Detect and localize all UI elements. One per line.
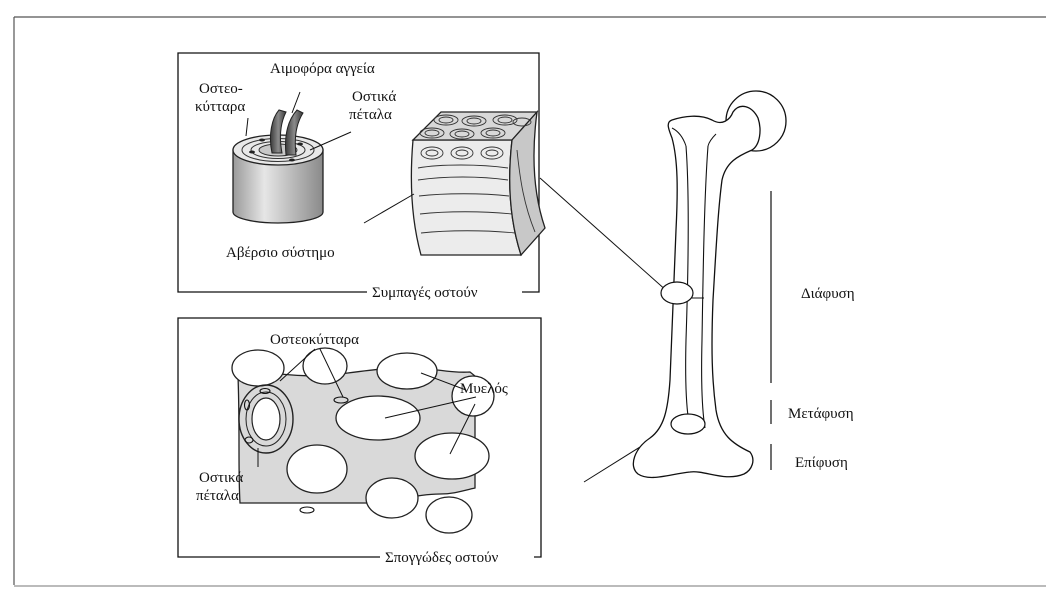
marrow-space — [232, 350, 284, 386]
compact-bone-caption: Συμπαγές οστούν — [372, 285, 478, 301]
label-epiphysis: Επίφυση — [795, 455, 848, 471]
marrow-space — [415, 433, 489, 479]
label-diaphysis: Διάφυση — [801, 286, 855, 302]
label-metaphysis: Μετάφυση — [788, 406, 854, 422]
spongy-bone-caption: Σπογγώδες οστούν — [385, 550, 499, 566]
label-osteocytes-spongy: Οστεοκύτταρα — [270, 332, 359, 348]
long-bone: Διάφυση Μετάφυση Επίφυση — [540, 91, 855, 482]
label-haversian-system: Αβέρσιο σύστημο — [226, 245, 335, 261]
spongy-bone-matrix — [232, 348, 494, 533]
marrow-space — [426, 497, 472, 533]
compact-bone-panel: Αιμοφόρα αγγεία Οστεο- κύτταρα Οστικά πέ… — [178, 53, 545, 301]
label-osteocytes-1: Οστεο- — [199, 81, 243, 97]
marrow-space — [377, 353, 437, 389]
marrow-space — [366, 478, 418, 518]
label-lamellae-2: πέταλα — [349, 107, 392, 123]
spongy-bone-site — [671, 414, 705, 434]
compact-bone-site — [661, 282, 693, 304]
compact-bone-block — [411, 112, 545, 255]
label-marrow: Μυελός — [460, 381, 508, 397]
label-lamellae-1: Οστικά — [352, 89, 396, 105]
label-lamellae-spongy-1: Οστικά — [199, 470, 243, 486]
label-lamellae-spongy-2: πέταλα — [196, 488, 239, 504]
label-osteocytes-2: κύτταρα — [195, 99, 245, 115]
spongy-bone-panel: Οστεοκύτταρα Μυελός Οστικά πέταλα Σπογγώ… — [178, 318, 541, 566]
marrow-space — [336, 396, 420, 440]
label-blood-vessels: Αιμοφόρα αγγεία — [270, 61, 375, 77]
marrow-space — [287, 445, 347, 493]
figure-frame — [14, 17, 1046, 586]
